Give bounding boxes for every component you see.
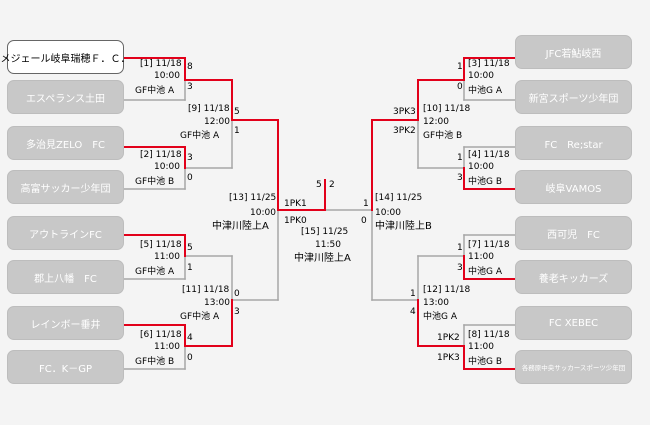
match-11-score-top: 0: [234, 289, 240, 299]
match-1-time: 10:00: [154, 71, 180, 81]
match-1-venue: GF中池 A: [135, 86, 175, 96]
team-left-8[interactable]: FC．K－GP: [7, 350, 124, 384]
match-5-score-top: 5: [187, 243, 193, 253]
match-6-label: [6] 11/18: [140, 330, 182, 340]
match-8-venue: 中池G B: [468, 357, 503, 367]
team-left-6[interactable]: 郡上八幡 FC: [7, 260, 124, 294]
match-3-time: 10:00: [468, 71, 494, 81]
match-15-time: 11:50: [315, 240, 341, 250]
match-11-time: 13:00: [204, 298, 230, 308]
team-left-1[interactable]: メジェール岐阜瑞穂Ｆ．Ｃ．: [1, 40, 131, 74]
match-4-time: 10:00: [468, 162, 494, 172]
match-2-score-bottom: 0: [187, 173, 193, 183]
match-13-score-bottom: 1PK0: [284, 216, 307, 226]
final-score-right: 2: [329, 180, 335, 190]
match-4-score-top: 1: [457, 153, 463, 163]
match-10-score-bottom: 3PK2: [393, 126, 416, 136]
match-14-score-top: 1: [363, 199, 369, 209]
match-7-venue: 中池G A: [468, 267, 502, 277]
team-left-2[interactable]: エスペランス土田: [7, 80, 124, 114]
match-14-score-bottom: 0: [361, 216, 367, 226]
team-right-4[interactable]: 岐阜VAMOS: [515, 170, 632, 204]
match-13-score-top: 1PK1: [284, 199, 307, 209]
match-2-time: 10:00: [154, 162, 180, 172]
match-11-score-bottom: 3: [234, 307, 240, 317]
match-11-venue: GF中池 A: [180, 312, 220, 322]
match-12-time: 13:00: [423, 298, 449, 308]
match-7-score-bottom: 3: [457, 263, 463, 273]
match-1-score-top: 8: [187, 62, 193, 72]
team-left-5[interactable]: アウトラインFC: [7, 216, 124, 250]
match-5-label: [5] 11/18: [140, 240, 182, 250]
match-4-label: [4] 11/18: [468, 150, 510, 160]
match-10-label: [10] 11/18: [423, 104, 471, 114]
match-13-time: 10:00: [250, 208, 276, 218]
match-9-score-top: 5: [234, 107, 240, 117]
match-9-label: [9] 11/18: [188, 104, 230, 114]
match-9-score-bottom: 1: [234, 126, 240, 136]
match-3-score-top: 1: [457, 62, 463, 72]
match-7-time: 11:00: [468, 252, 494, 262]
match-5-venue: GF中池 A: [135, 267, 175, 277]
match-6-time: 11:00: [154, 342, 180, 352]
team-left-3[interactable]: 多治見ZELO FC: [7, 126, 124, 160]
match-6-score-top: 4: [187, 333, 193, 343]
match-2-score-top: 3: [187, 153, 193, 163]
team-right-8[interactable]: 各務原中央サッカースポーツ少年団: [515, 350, 632, 384]
match-5-time: 11:00: [154, 252, 180, 262]
match-15-label: [15] 11/25: [301, 227, 349, 237]
match-13-venue: 中津川陸上A: [212, 221, 269, 232]
match-11-label: [11] 11/18: [182, 285, 230, 295]
match-1-label: [1] 11/18: [140, 59, 182, 69]
match-10-time: 12:00: [423, 117, 449, 127]
match-3-score-bottom: 0: [457, 82, 463, 92]
match-6-score-bottom: 0: [187, 353, 193, 363]
match-7-label: [7] 11/18: [468, 240, 510, 250]
match-1-score-bottom: 3: [187, 82, 193, 92]
match-9-time: 12:00: [204, 117, 230, 127]
match-15-venue: 中津川陸上A: [294, 253, 351, 264]
match-9-venue: GF中池 A: [180, 131, 220, 141]
match-4-venue: 中池G B: [468, 177, 503, 187]
match-8-score-top: 1PK2: [437, 333, 460, 343]
match-10-score-top: 3PK3: [393, 107, 416, 117]
team-right-2[interactable]: 新宮スポーツ少年団: [515, 80, 632, 114]
match-3-venue: 中池G A: [468, 86, 502, 96]
match-4-score-bottom: 3: [457, 173, 463, 183]
match-12-score-top: 1: [410, 289, 416, 299]
match-10-venue: GF中池 B: [423, 131, 463, 141]
match-6-venue: GF中池 B: [135, 357, 175, 367]
match-2-venue: GF中池 B: [135, 177, 175, 187]
team-right-3[interactable]: FC Re;star: [515, 126, 632, 160]
match-8-label: [8] 11/18: [468, 330, 510, 340]
match-14-time: 10:00: [375, 208, 401, 218]
team-right-7[interactable]: FC XEBEC: [515, 306, 632, 340]
team-right-5[interactable]: 西可児 FC: [515, 216, 632, 250]
match-12-label: [12] 11/18: [423, 285, 471, 295]
final-score-left: 5: [316, 180, 322, 190]
match-14-label: [14] 11/25: [375, 193, 423, 203]
team-left-7[interactable]: レインボー垂井: [7, 306, 124, 340]
team-right-6[interactable]: 養老キッカーズ: [515, 260, 632, 294]
match-5-score-bottom: 1: [187, 263, 193, 273]
match-8-time: 11:00: [468, 342, 494, 352]
match-13-label: [13] 11/25: [229, 193, 277, 203]
match-14-venue: 中津川陸上B: [375, 221, 432, 232]
match-7-score-top: 1: [457, 243, 463, 253]
team-left-4[interactable]: 高富サッカー少年団: [7, 170, 124, 204]
match-12-score-bottom: 4: [410, 307, 416, 317]
team-right-1[interactable]: JFC若鮎岐西: [515, 35, 632, 69]
match-12-venue: 中池G A: [423, 312, 457, 322]
match-8-score-bottom: 1PK3: [437, 353, 460, 363]
match-2-label: [2] 11/18: [140, 150, 182, 160]
match-3-label: [3] 11/18: [468, 59, 510, 69]
